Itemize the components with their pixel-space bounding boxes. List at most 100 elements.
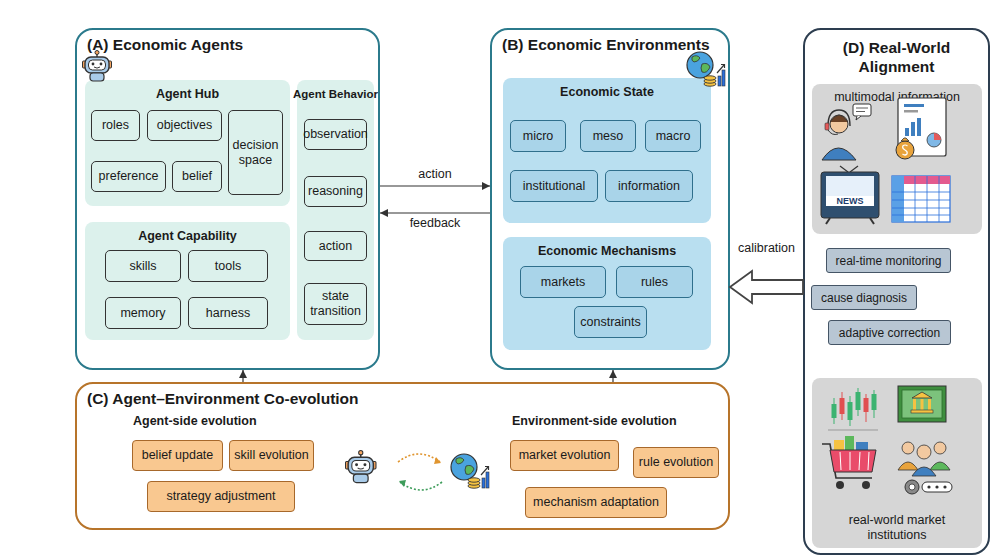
cart-icon: [850, 452, 851, 470]
candlestick-icon: [828, 430, 878, 431]
group-panel: Agent Hubrolesobjectivesdecision spacepr…: [85, 80, 290, 206]
node-text: mechanism adaptation: [533, 495, 659, 510]
people-icon: [912, 467, 936, 476]
item-box: constraints: [574, 306, 647, 338]
item-box: meso: [580, 120, 636, 152]
call-agent-icon: [828, 130, 838, 135]
bank-note-icon: [898, 386, 946, 422]
bank-note-icon: [913, 399, 916, 410]
node-text: roles: [102, 118, 129, 133]
bank-note-icon: [921, 399, 924, 410]
node-text: memory: [120, 306, 165, 321]
candlestick-icon: [850, 396, 851, 426]
cycle-arrows: [400, 482, 442, 490]
call-agent-icon: [856, 111, 865, 112]
tv-icon: [821, 166, 879, 224]
people-icon: [935, 485, 938, 488]
item-box: mechanism adaptation: [525, 487, 667, 518]
node-text: meso: [593, 129, 624, 144]
node-text: information: [618, 179, 680, 194]
item-box: belief update: [132, 440, 223, 471]
node-text: observation: [303, 127, 368, 142]
cart-icon: [834, 440, 844, 450]
node-text: constraints: [580, 315, 640, 330]
candlestick-icon: [872, 394, 877, 410]
call-agent-icon: [853, 104, 871, 116]
group-panel: multimodal information: [812, 84, 982, 234]
call-agent-icon: [828, 110, 850, 126]
edge-label: action: [418, 167, 451, 181]
table-icon: [892, 176, 950, 222]
arrow-connector: [380, 185, 490, 186]
table-icon: [939, 176, 940, 222]
tv-icon: [840, 166, 848, 172]
cart-icon: [822, 444, 872, 478]
report-icon: [905, 128, 909, 136]
node-text: cause diagnosis: [821, 291, 907, 305]
cart-icon: [859, 452, 860, 470]
item-box: cause diagnosis: [811, 285, 917, 310]
group-panel: Agent Capabilityskillstoolsmemoryharness: [85, 222, 290, 340]
node-text: action: [319, 239, 352, 254]
people-icon: [898, 442, 952, 494]
node-text: adaptive correction: [839, 326, 940, 340]
item-box: real-time monitoring: [826, 248, 951, 273]
candlestick-icon: [832, 404, 837, 418]
tv-icon: [870, 218, 874, 224]
tv-icon: [821, 172, 879, 218]
node-text: reasoning: [308, 184, 363, 199]
candlestick-icon: [834, 398, 835, 424]
globe-icon: [687, 52, 725, 86]
item-box: institutional: [510, 170, 598, 202]
report-icon: [901, 138, 909, 141]
group-panel: Economic Statemicromesomacroinstitutiona…: [503, 78, 711, 223]
robot-icon: [83, 51, 112, 82]
people-icon: [943, 485, 946, 488]
cart-icon: [840, 452, 841, 470]
call-agent-icon: [830, 115, 848, 122]
panel: (D) Real-World Alignment multimodal infor…: [803, 28, 990, 555]
arrow-connector: [612, 370, 613, 382]
item-box: state transition: [304, 283, 367, 325]
node-text: tools: [215, 259, 241, 274]
item-box: harness: [188, 297, 268, 329]
panel: (C) Agent–Environment Co-evolutionbelief…: [75, 382, 730, 530]
node-text: preference: [99, 169, 159, 184]
call-agent-icon: [825, 123, 829, 130]
people-icon: [905, 480, 919, 494]
cycle-arrows: [434, 457, 441, 464]
tv-icon: [826, 218, 830, 224]
item-box: adaptive correction: [828, 320, 951, 345]
candlestick-icon: [866, 394, 867, 422]
tv-icon: [826, 176, 874, 206]
tv-icon: [850, 166, 858, 172]
node-text: rules: [641, 275, 668, 290]
item-box: micro: [510, 120, 566, 152]
node-text: Agent Capability: [138, 229, 237, 243]
candlestick-icon: [864, 398, 869, 412]
report-icon: [904, 110, 918, 113]
node-text: Agent Behavior: [293, 88, 378, 100]
table-icon: [892, 176, 950, 184]
candlestick-icon: [874, 390, 875, 418]
node-text: rule evolution: [639, 455, 713, 470]
item-box: markets: [520, 266, 606, 298]
tv-icon: [826, 196, 874, 206]
group-panel: real-world market institutions: [812, 378, 982, 548]
table-icon: [927, 176, 928, 222]
arrow-connector: [242, 370, 243, 382]
item-box: preference: [91, 161, 166, 192]
item-box: roles: [91, 110, 140, 141]
node-text: belief update: [142, 448, 214, 463]
node-text: real-world market institutions: [812, 513, 982, 543]
item-box: market evolution: [510, 440, 619, 471]
candlestick-icon: [840, 398, 845, 414]
node-text: (D) Real-World Alignment: [805, 38, 988, 76]
people-icon: [898, 462, 918, 470]
node-text: real-time monitoring: [835, 254, 941, 268]
node-text: institutional: [523, 179, 586, 194]
edge-label: calibration: [738, 241, 795, 255]
